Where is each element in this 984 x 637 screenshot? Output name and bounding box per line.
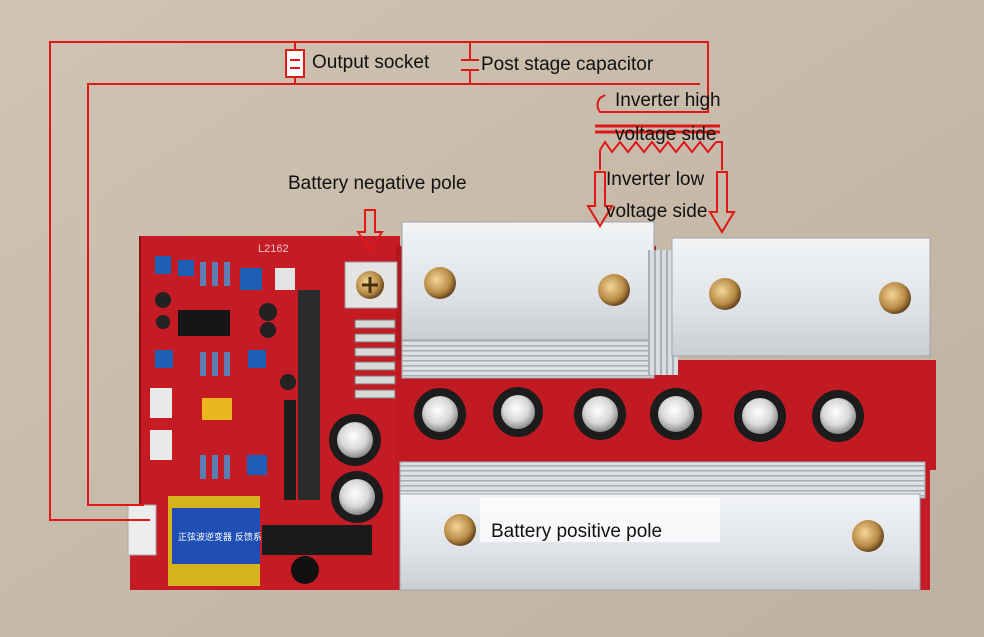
heatsink-left: [401, 221, 655, 379]
battery-positive-label: Battery positive pole: [491, 521, 663, 542]
large-capacitors: [329, 387, 864, 523]
battery-positive-label-box: [480, 498, 720, 542]
battery-negative-label: Battery negative pole: [288, 173, 467, 194]
post-capacitor-label: Post stage capacitor: [481, 54, 654, 75]
dc-socket: [291, 556, 319, 584]
inverter-high-label-line1: Inverter high: [615, 90, 721, 111]
coil: [354, 319, 396, 399]
arrow-icons: [356, 171, 736, 252]
output-socket-icon: [285, 49, 305, 78]
battery-negative-arrow-icon: [356, 209, 384, 252]
output-connector: [127, 504, 157, 556]
pcb-silkscreen: L2162: [258, 243, 289, 255]
transformer: 正弦波逆变器 反馈系统专用: [168, 496, 289, 586]
heatsink-bottom: [399, 461, 926, 591]
capacitor-icon: [461, 59, 479, 71]
inverter-low-label-line1: Inverter low: [606, 169, 705, 190]
inverter-high-label-line2: voltage side: [615, 124, 717, 145]
inverter-low-right-arrow-icon: [708, 171, 736, 234]
heatsink-right: [648, 237, 931, 375]
output-socket-label: Output socket: [312, 52, 430, 73]
control-components: [150, 256, 320, 500]
transformer-label: 正弦波逆变器 反馈系统专用: [178, 531, 289, 543]
control-switch: [262, 525, 372, 555]
inverter-low-label-line2: voltage side: [606, 201, 708, 222]
battery-negative-terminal: [344, 261, 398, 309]
wiring-annotations: [49, 41, 723, 521]
inverter-low-left-arrow-icon: [586, 171, 614, 228]
